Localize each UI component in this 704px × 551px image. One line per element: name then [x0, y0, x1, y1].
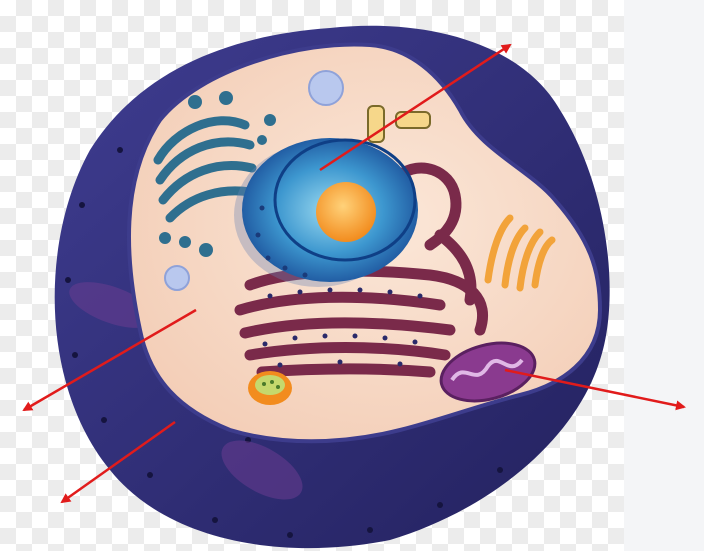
nucleolus [316, 182, 376, 242]
vesicle-top [309, 71, 343, 105]
vesicle-left [165, 266, 189, 290]
peroxisome [248, 371, 292, 405]
